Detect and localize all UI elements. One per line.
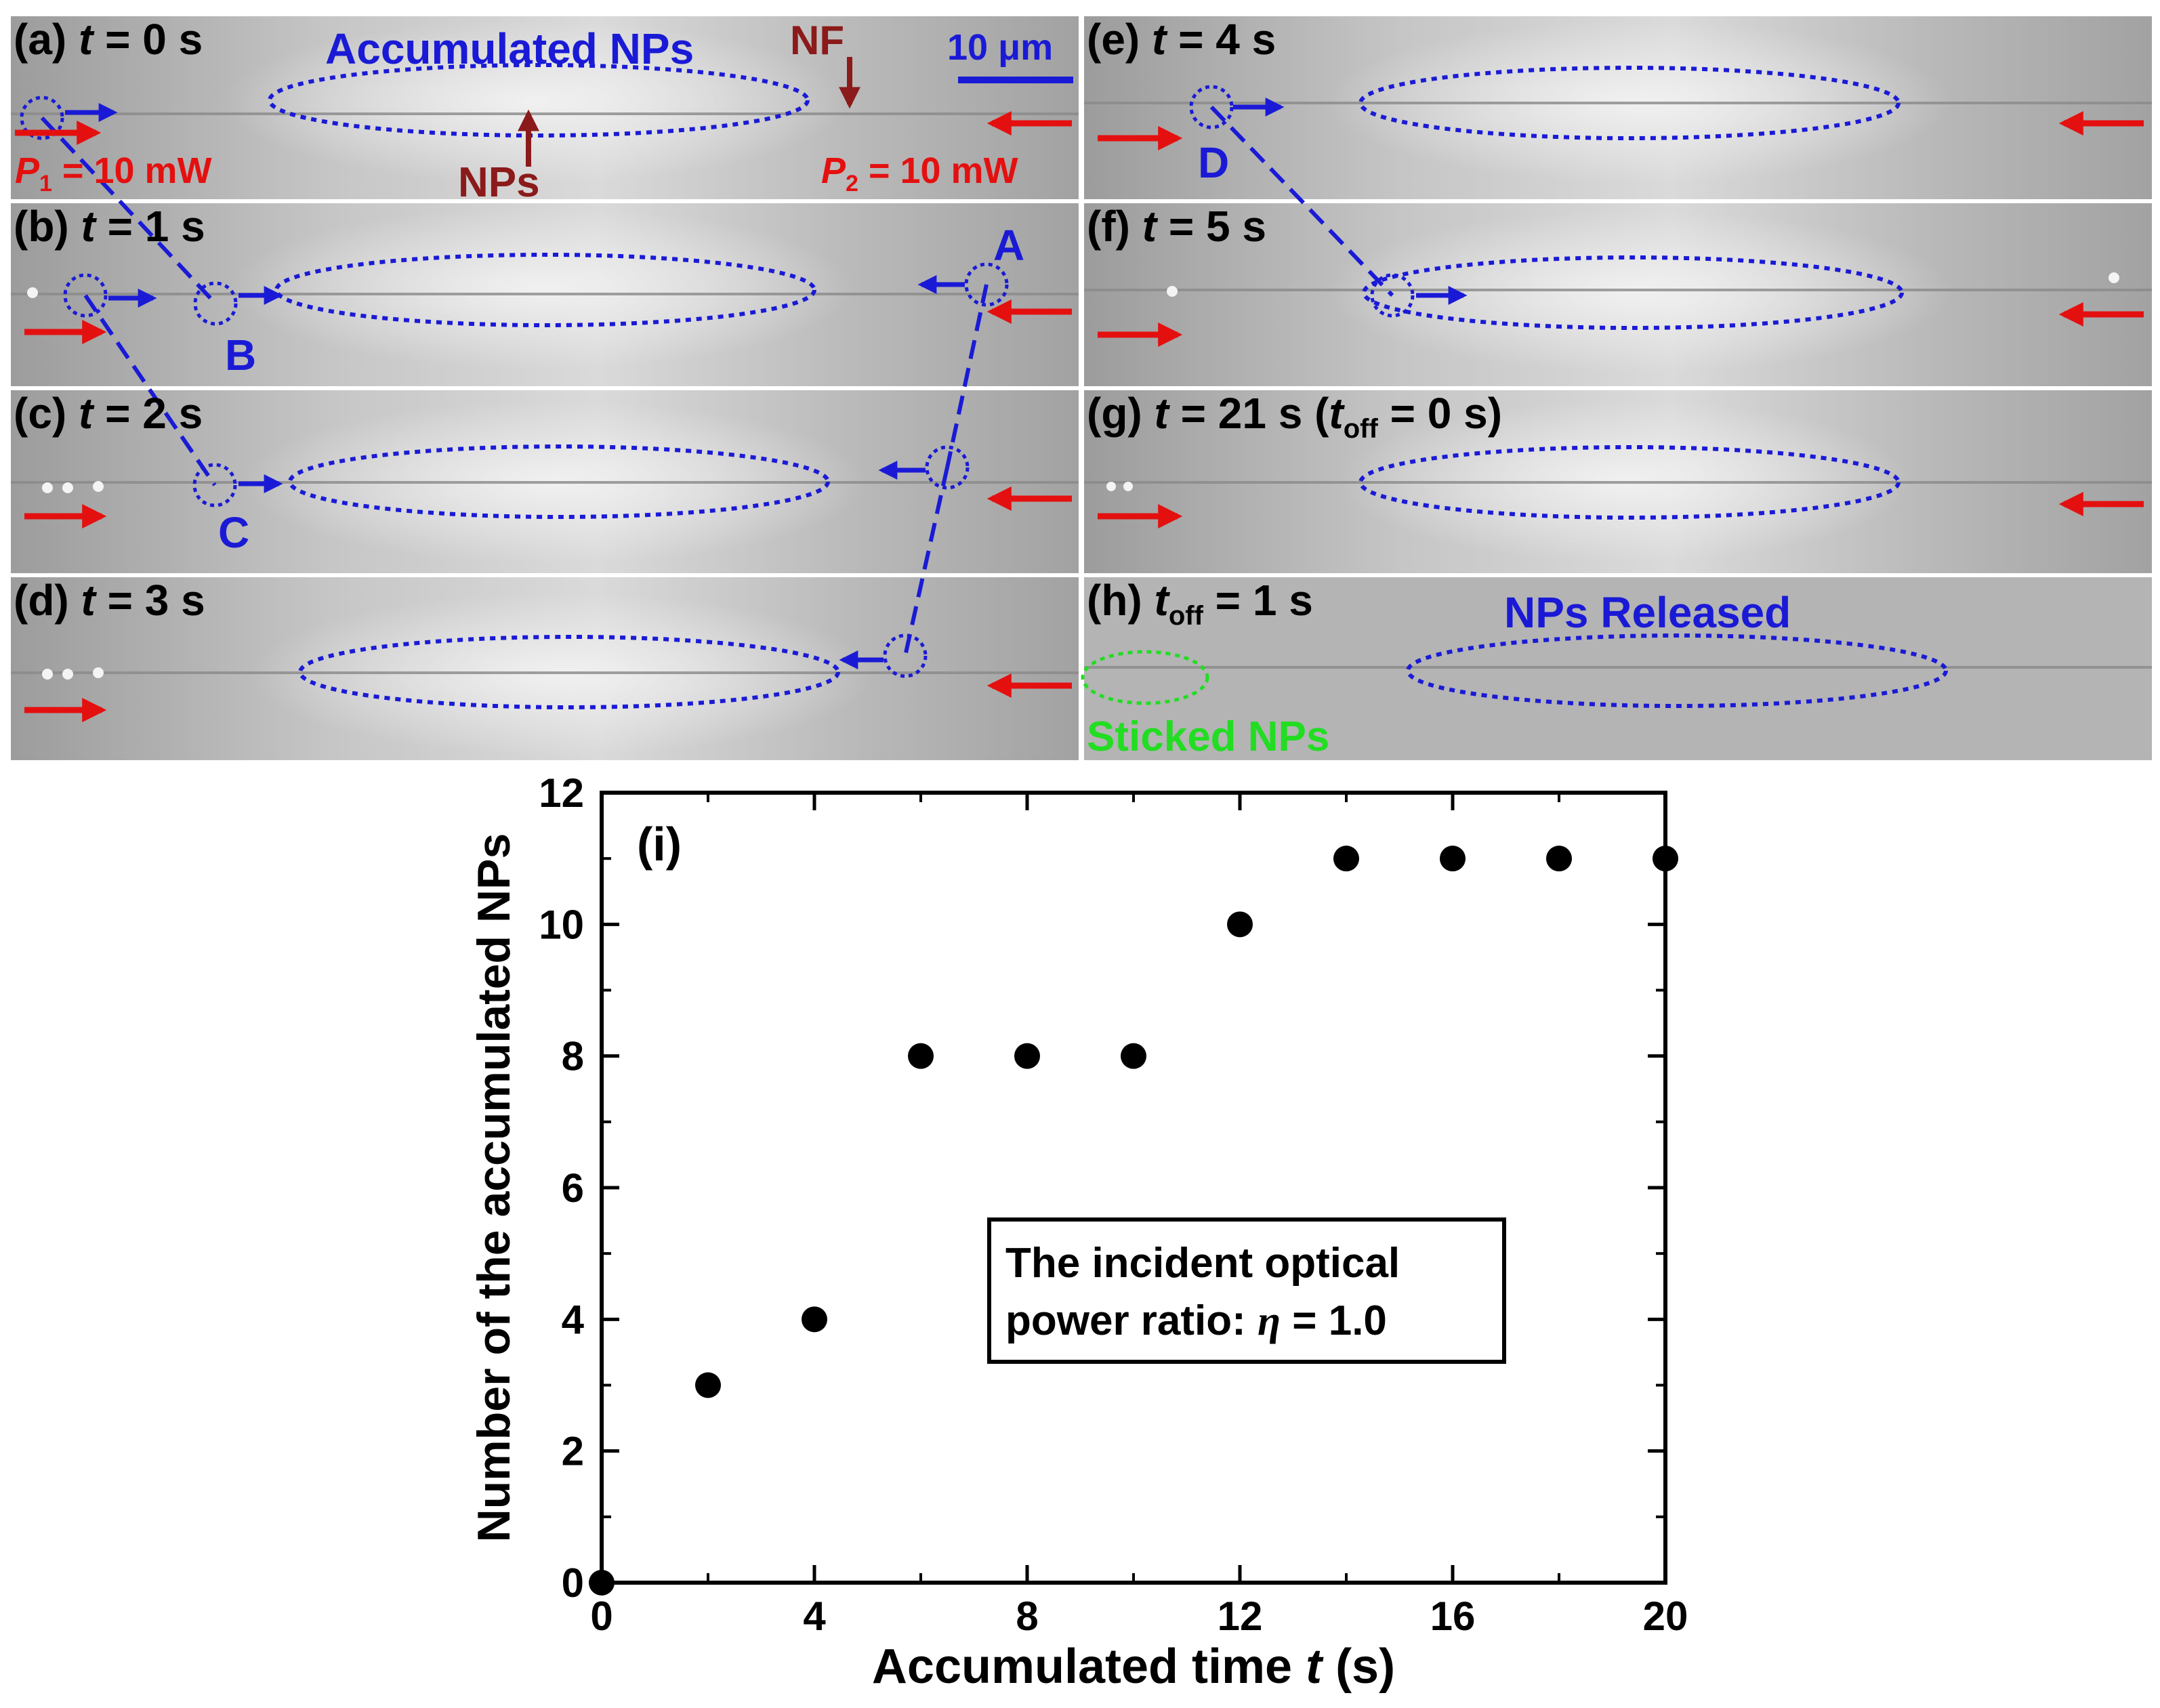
legend-line-2: power ratio: η = 1.0 xyxy=(1005,1297,1387,1344)
nf-label: NF xyxy=(790,18,844,63)
x-tick-label: 12 xyxy=(1218,1594,1263,1639)
y-tick-label: 0 xyxy=(562,1560,584,1606)
y-tick-label: 10 xyxy=(539,902,584,947)
x-tick-label: 20 xyxy=(1643,1594,1688,1639)
accumulated-nps-label: Accumulated NPs xyxy=(325,24,694,73)
chart-panel-i: 0 4 8 12 16 20 0 2 4 6 8 10 12 (i) The incident opt… xyxy=(468,770,1688,1694)
data-point xyxy=(802,1306,827,1333)
y-tick-label: 12 xyxy=(539,770,584,816)
data-point xyxy=(1333,846,1359,872)
x-tick-label: 0 xyxy=(590,1594,612,1639)
panel-e-label: (e) t = 4 s xyxy=(1087,15,1276,64)
x-tick-label: 8 xyxy=(1016,1594,1038,1639)
motion-arrows xyxy=(65,98,1468,669)
ellipse-b xyxy=(274,253,816,327)
x-tick-label: 4 xyxy=(803,1594,826,1639)
marker-d: D xyxy=(1198,138,1229,187)
micrograph-grid: (a) t = 0 s Accumulated NPs NF 10 μm NPs… xyxy=(11,15,2152,760)
ellipse-d xyxy=(298,635,840,709)
data-point xyxy=(908,1043,934,1069)
ellipse-f xyxy=(1362,255,1904,330)
data-point xyxy=(589,1570,615,1596)
p2-label: P2 = 10 mW xyxy=(821,150,1018,196)
y-tick-label: 6 xyxy=(562,1165,584,1211)
data-point xyxy=(1546,846,1572,872)
nps-released-label: NPs Released xyxy=(1504,588,1791,637)
p1-label: P1 = 10 mW xyxy=(15,150,212,196)
particle-dots xyxy=(27,272,2119,680)
x-axis-title: Accumulated time t (s) xyxy=(872,1640,1395,1694)
panel-g-label: (g) t = 21 s (toff = 0 s) xyxy=(1087,389,1502,444)
y-axis-title: Number of the accumulated NPs xyxy=(468,833,520,1543)
y-tick-label: 8 xyxy=(562,1034,584,1079)
y-tick-label: 2 xyxy=(562,1429,584,1474)
nps-label: NPs xyxy=(458,159,540,206)
data-point xyxy=(1653,846,1678,872)
ellipse-c xyxy=(288,444,830,519)
data-point xyxy=(1121,1043,1146,1069)
y-tick-label: 4 xyxy=(562,1297,585,1342)
ellipse-a xyxy=(268,63,810,138)
panel-a-label: (a) t = 0 s xyxy=(14,15,203,64)
data-points xyxy=(589,846,1678,1596)
sticked-ellipse xyxy=(1081,650,1209,705)
incident-light-arrows xyxy=(15,111,2144,722)
trajectory-lines xyxy=(40,105,1394,657)
tracked-particles xyxy=(20,85,1415,678)
panel-borders xyxy=(11,16,2152,760)
plot-frame xyxy=(600,791,1667,1585)
accumulation-ellipses xyxy=(268,63,1948,709)
y-axis: 0 2 4 6 8 10 12 xyxy=(539,770,1665,1606)
ellipse-g xyxy=(1358,445,1901,520)
panel-f-label: (f) t = 5 s xyxy=(1087,202,1266,251)
sticked-nps-label: Sticked NPs xyxy=(1087,713,1329,760)
marker-c: C xyxy=(218,508,249,557)
pointer-arrows xyxy=(518,57,860,167)
panel-b-label: (b) t = 1 s xyxy=(14,202,205,251)
ellipse-e xyxy=(1358,66,1901,140)
legend-box xyxy=(987,1217,1506,1364)
x-axis: 0 4 8 12 16 20 xyxy=(590,793,1688,1639)
panel-i-label: (i) xyxy=(637,818,682,871)
data-point xyxy=(1440,846,1466,872)
data-point xyxy=(1227,911,1253,938)
data-point xyxy=(1014,1043,1040,1069)
legend-line-1: The incident optical xyxy=(1005,1240,1400,1287)
panel-c-label: (c) t = 2 s xyxy=(14,389,203,438)
x-tick-label: 16 xyxy=(1430,1594,1476,1639)
panel-d-label: (d) t = 3 s xyxy=(14,576,205,625)
panel-h-label: (h) toff = 1 s xyxy=(1087,576,1313,631)
marker-a: A xyxy=(993,221,1024,270)
scale-bar-label: 10 μm xyxy=(947,27,1053,68)
ellipse-h xyxy=(1406,633,1948,708)
data-point xyxy=(695,1372,721,1398)
nanofiber-lines xyxy=(11,102,2152,674)
marker-b: B xyxy=(225,331,256,379)
